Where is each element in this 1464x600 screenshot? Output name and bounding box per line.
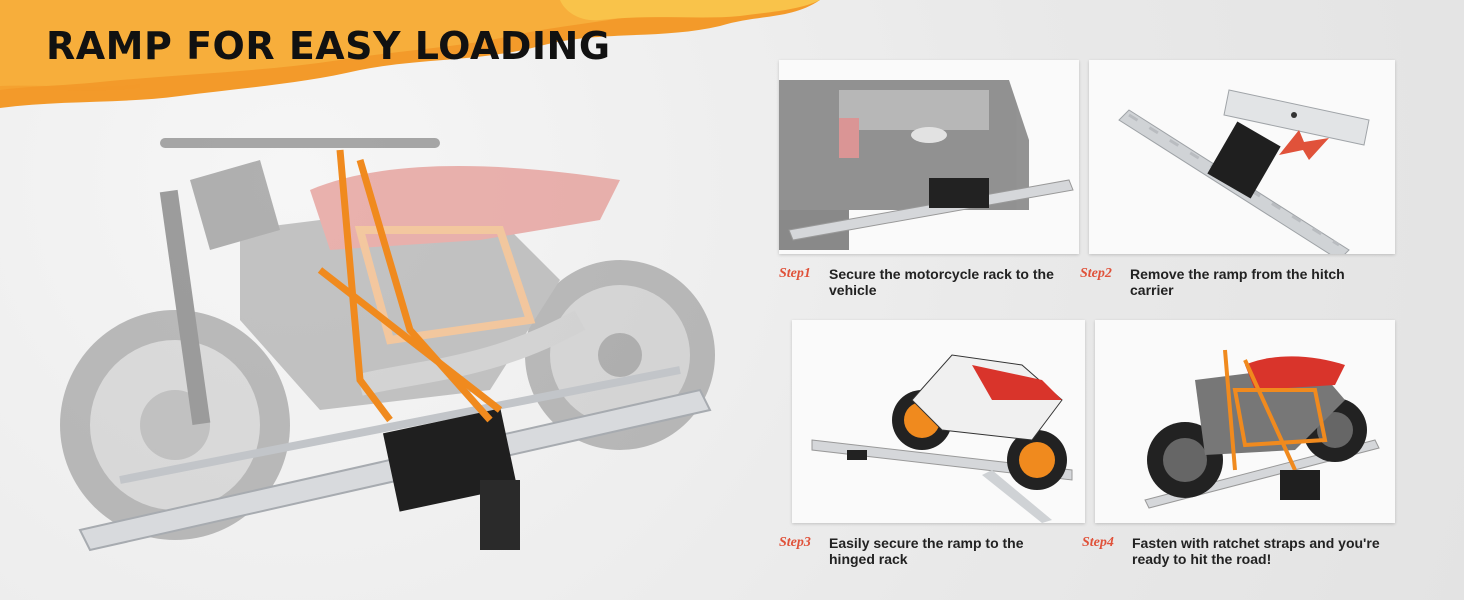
step4-caption: Step4 Fasten with ratchet straps and you… (1082, 535, 1412, 567)
ramp-removal-icon (1089, 60, 1395, 254)
hero-motorcycle-rack-image (60, 138, 715, 552)
ramp-loading-icon (792, 320, 1085, 523)
truck-hitch-icon (779, 60, 1079, 254)
step2-text: Remove the ramp from the hitch carrier (1130, 266, 1345, 298)
step3-text: Easily secure the ramp to the hinged rac… (829, 535, 1024, 567)
step2-photo (1089, 60, 1395, 254)
step2-label: Step2 (1080, 266, 1112, 281)
brush-stroke-banner (0, 0, 820, 108)
step1-text: Secure the motorcycle rack to the vehicl… (829, 266, 1054, 298)
strapped-motorcycle-icon (1095, 320, 1395, 523)
step1-label: Step1 (779, 266, 811, 281)
step3-caption: Step3 Easily secure the ramp to the hing… (779, 535, 1069, 567)
hitch-rack (78, 366, 712, 552)
step4-photo (1095, 320, 1395, 523)
motorcycle-silhouette (60, 138, 715, 540)
step4-label: Step4 (1082, 535, 1114, 550)
step4-text: Fasten with ratchet straps and you're re… (1132, 535, 1380, 567)
step1-caption: Step1 Secure the motorcycle rack to the … (779, 266, 1069, 298)
page-title: RAMP FOR EASY LOADING (46, 24, 611, 68)
step1-photo (779, 60, 1079, 254)
step3-photo (792, 320, 1085, 523)
step3-label: Step3 (779, 535, 811, 550)
step2-caption: Step2 Remove the ramp from the hitch car… (1080, 266, 1390, 298)
ratchet-straps (317, 149, 503, 423)
